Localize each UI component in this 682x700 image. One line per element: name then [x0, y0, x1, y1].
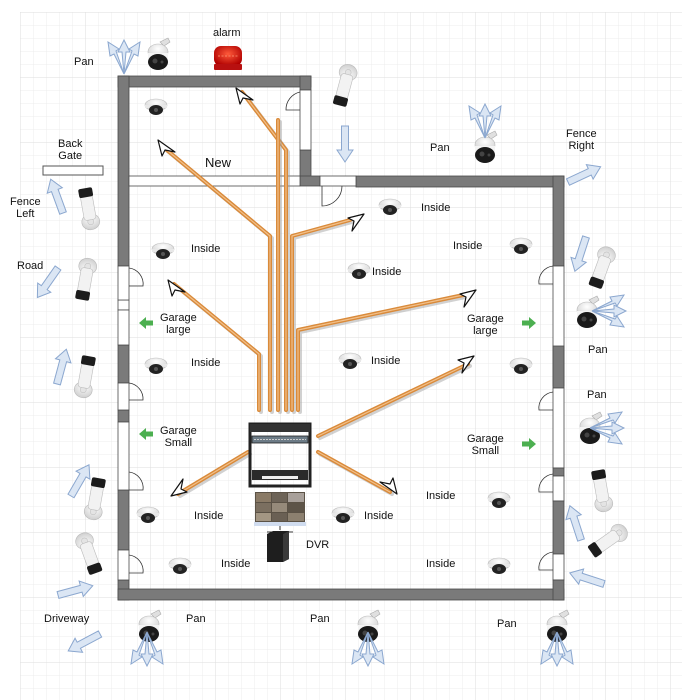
cable-highlight — [173, 283, 260, 411]
door-main-top — [321, 185, 343, 207]
inside-label: Inside — [453, 240, 483, 252]
cable-shadow — [318, 364, 472, 440]
cable-runs — [160, 90, 472, 498]
garage-large-right-label: Garage large — [467, 313, 504, 337]
door-left-1 — [128, 267, 144, 287]
inside-label: Inside — [364, 510, 394, 522]
cable-highlight — [317, 451, 391, 493]
back-gate-label: Back Gate — [58, 138, 83, 162]
dvr-recorder[interactable] — [267, 531, 289, 562]
building-walls — [117, 75, 565, 601]
inside-label: Inside — [191, 243, 221, 255]
cable-shadow — [178, 452, 252, 498]
pan-label: Pan — [497, 618, 517, 630]
door-right-1 — [538, 265, 554, 285]
garage-small-right-label: Garage Small — [467, 433, 504, 457]
alarm-siren[interactable] — [214, 46, 242, 70]
cable-highlight — [291, 219, 351, 411]
monitor-display[interactable] — [254, 492, 306, 533]
garage-large-left-label: Garage large — [160, 312, 197, 336]
inside-label: Inside — [426, 558, 456, 570]
driveway-label: Driveway — [44, 613, 90, 625]
door-left-3 — [128, 471, 144, 491]
door-left-2 — [128, 382, 144, 401]
pan-label: Pan — [587, 389, 607, 401]
door-new-room — [285, 91, 301, 111]
door-swings — [128, 91, 554, 574]
pan-label: Pan — [74, 56, 94, 68]
door-left-4 — [128, 554, 144, 574]
fence-left-label: Fence Left — [10, 196, 41, 220]
door-right-4 — [538, 551, 554, 571]
cable-highlight — [161, 145, 271, 411]
inside-label: Inside — [221, 558, 251, 570]
pan-label: Pan — [430, 142, 450, 154]
garage-small-left-label: Garage Small — [160, 425, 197, 449]
cable-highlight — [317, 363, 469, 437]
alarm-label: alarm — [213, 27, 241, 39]
inside-label: Inside — [372, 266, 402, 278]
door-right-2 — [538, 391, 554, 411]
pan-label: Pan — [588, 344, 608, 356]
inside-label: Inside — [191, 357, 221, 369]
inside-label: Inside — [371, 355, 401, 367]
fence-right-label: Fence Right — [566, 128, 597, 152]
new-room-label: New — [205, 155, 232, 170]
pan-label: Pan — [310, 613, 330, 625]
inside-label: Inside — [426, 490, 456, 502]
road-label: Road — [17, 260, 44, 272]
cable-highlight — [177, 451, 249, 495]
back-gate — [42, 165, 104, 176]
door-right-3 — [538, 473, 554, 493]
inside-label: Inside — [194, 510, 224, 522]
dvr-label: DVR — [306, 539, 330, 551]
inside-label: Inside — [421, 202, 451, 214]
network-rack[interactable] — [248, 422, 312, 488]
cable-highlight — [241, 91, 287, 411]
cable-highlight — [297, 293, 469, 411]
pan-label: Pan — [186, 613, 206, 625]
